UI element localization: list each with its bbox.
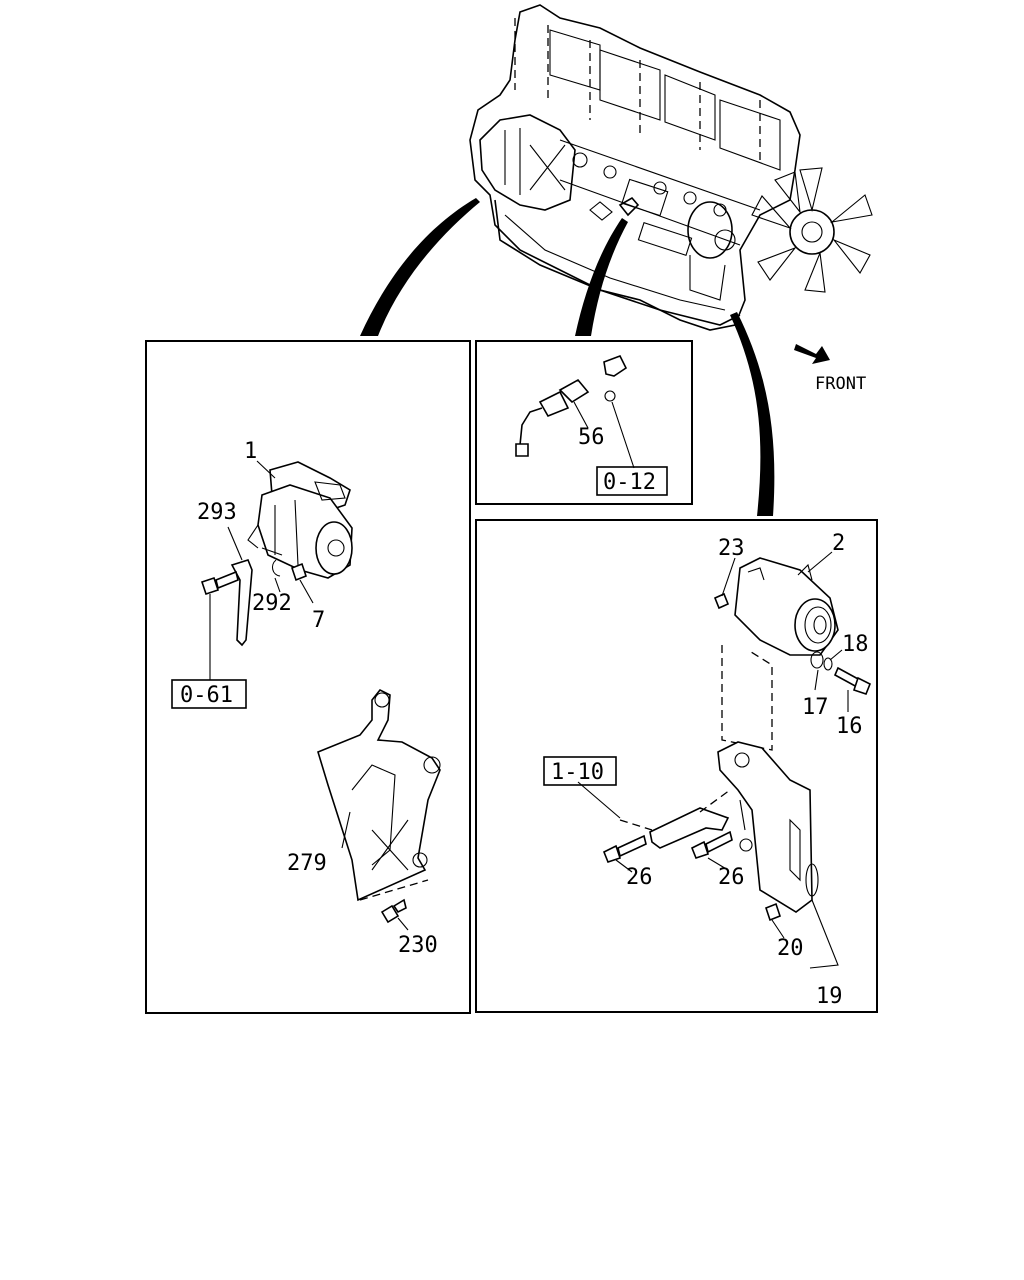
alternator-bracket-icon xyxy=(717,741,819,913)
bolt-26a-icon xyxy=(602,834,647,863)
sensor-icon xyxy=(515,378,590,457)
part-label-17: 17 xyxy=(802,695,829,720)
alternator-icon xyxy=(734,557,839,656)
part-label-7: 7 xyxy=(312,608,325,633)
ref-box-1-10 xyxy=(543,756,617,786)
bolt-26b-icon xyxy=(690,830,733,859)
callout-leaders xyxy=(360,198,775,516)
part-label-16: 16 xyxy=(836,714,863,739)
sensor-panel: 56 0-12 xyxy=(475,340,693,505)
part-label-1: 1 xyxy=(244,439,257,464)
part-label-230: 230 xyxy=(398,933,438,958)
part-label-23: 23 xyxy=(718,536,745,561)
fan-icon xyxy=(751,167,873,293)
ref-box-0-61 xyxy=(171,679,247,709)
part-label-19: 19 xyxy=(816,984,843,1009)
part-label-56: 56 xyxy=(578,425,605,450)
part-label-2: 2 xyxy=(832,531,845,556)
bolt-icon xyxy=(200,570,239,596)
starter-panel: 1 293 292 7 279 230 0-61 xyxy=(145,340,471,1014)
part-label-292: 292 xyxy=(252,591,292,616)
part-label-26b: 26 xyxy=(718,865,745,890)
ref-label-0-12: 0-12 xyxy=(603,470,656,495)
engine-assembly xyxy=(469,4,873,331)
ref-box-0-12 xyxy=(596,466,668,496)
alternator-panel: 23 2 18 17 16 26 26 20 19 1-10 xyxy=(475,519,878,1013)
part-label-20: 20 xyxy=(777,936,804,961)
ref-label-0-61: 0-61 xyxy=(180,683,233,708)
bolt-230-icon xyxy=(380,898,407,924)
part-label-279: 279 xyxy=(287,851,327,876)
plug-icon xyxy=(603,354,628,402)
part-label-18: 18 xyxy=(842,632,869,657)
front-arrow-icon xyxy=(794,344,830,364)
part-label-293: 293 xyxy=(197,500,237,525)
starter-motor-icon xyxy=(247,461,353,579)
part-label-26a: 26 xyxy=(626,865,653,890)
front-label: FRONT xyxy=(815,374,866,394)
mounting-plate-icon xyxy=(317,688,441,902)
ref-label-1-10: 1-10 xyxy=(551,760,604,785)
bolt-16-icon xyxy=(833,666,872,695)
